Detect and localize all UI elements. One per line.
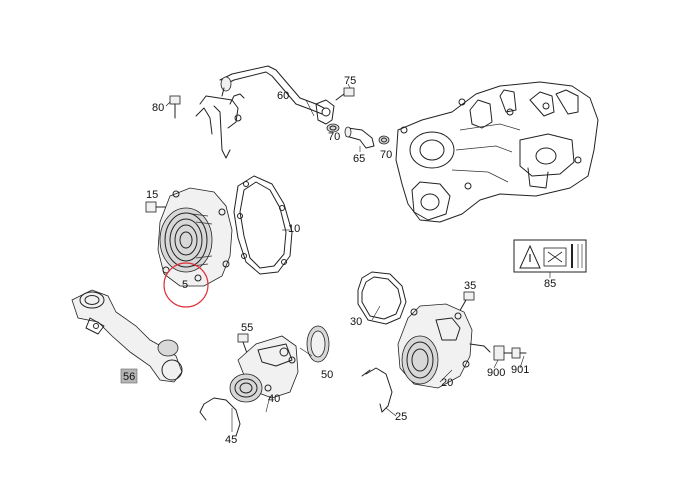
highlight-circle [163, 262, 209, 308]
label-15: 15 [146, 189, 158, 201]
label-60: 60 [277, 90, 289, 102]
part-56-badge [120, 368, 138, 384]
label-50: 50 [321, 369, 333, 381]
label-75: 75 [344, 75, 356, 87]
label-65: 65 [353, 153, 365, 165]
coolant-housing-40[interactable] [229, 335, 299, 403]
bolt-75[interactable] [335, 83, 355, 101]
label-85: 85 [544, 278, 556, 290]
temperature-sensor-900[interactable] [493, 345, 513, 361]
label-900: 900 [487, 367, 505, 379]
label-55: 55 [241, 322, 253, 334]
label-901: 901 [511, 364, 529, 376]
label-56: 56 [123, 371, 135, 383]
label-10: 10 [288, 223, 300, 235]
label-25: 25 [395, 411, 407, 423]
coolant-pipe-56[interactable] [71, 289, 183, 383]
seal-ring-70a[interactable] [326, 123, 340, 133]
label-20: 20 [441, 377, 453, 389]
leader-lines [231, 99, 551, 432]
hose-nipple-65[interactable] [344, 126, 375, 149]
sealing-ring-30[interactable] [357, 271, 407, 325]
warning-label-85[interactable] [513, 239, 587, 273]
label-70-b: 70 [380, 149, 392, 161]
label-30: 30 [350, 316, 362, 328]
engine-housing [395, 81, 599, 223]
label-80: 80 [152, 102, 164, 114]
label-35: 35 [464, 280, 476, 292]
label-70-a: 70 [328, 131, 340, 143]
retaining-clip-25[interactable] [361, 367, 393, 413]
gasket-10[interactable] [233, 175, 293, 275]
bolt-80[interactable] [165, 95, 181, 119]
sealing-ring-50[interactable] [306, 325, 330, 363]
label-45: 45 [225, 434, 237, 446]
label-40: 40 [268, 393, 280, 405]
thermostat-housing-20[interactable] [397, 303, 491, 389]
seal-ring-70b[interactable] [378, 135, 390, 145]
coolant-pipe-60[interactable] [195, 65, 335, 159]
label-5: 5 [182, 279, 188, 291]
retaining-clip-45[interactable] [199, 397, 241, 437]
sensor-part-901[interactable] [511, 347, 527, 359]
water-pump-5[interactable] [157, 187, 233, 287]
